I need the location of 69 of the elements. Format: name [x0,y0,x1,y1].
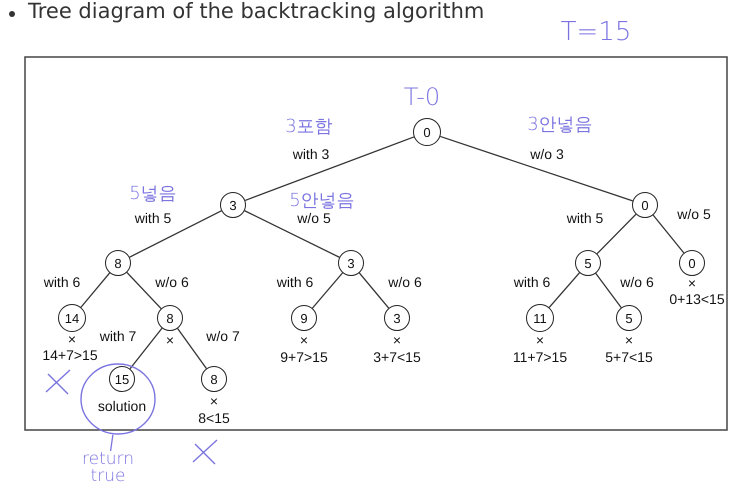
cross-mark: × [300,333,308,347]
tree-node: 0 [413,118,441,146]
tree-node: 15 [109,366,135,392]
inequality-note: 0+13<15 [669,292,725,306]
tree-node: 0 [679,250,705,276]
tree-branch [244,210,340,258]
tree-node: 5 [575,250,601,276]
leader-line [110,434,114,452]
inequality-note: 8<15 [198,411,230,425]
edge-label: w/o 3 [529,146,565,162]
edge-label: w/o 6 [154,274,190,290]
tree-branch [548,272,580,308]
cross-mark: × [68,332,76,346]
edge-label: w/o 5 [676,206,712,222]
edge-label: with 7 [98,328,138,344]
handwritten-note: 3안넣음 [527,116,593,134]
tree-node: 0 [632,192,658,218]
handwritten-note: T-0 [404,85,440,109]
cross-mark: × [210,394,218,408]
title: Tree diagram of the backtracking algorithm [28,0,484,23]
handwritten-note: 3포함 [285,118,333,136]
edge-label: w/o 6 [619,274,655,290]
tree-branch [312,272,344,309]
tree-branch [129,210,222,258]
handwritten-note: return true [72,451,144,485]
edge-label: with 6 [512,274,552,290]
edge-label: w/o 7 [205,328,241,344]
edge-label: with 3 [292,146,330,162]
cross-mark: × [688,276,696,290]
inequality-note: 3+7<15 [373,350,421,364]
tree-branch [440,136,633,202]
cross-mark: × [166,333,174,347]
edge-label: with 5 [134,210,172,226]
tree-node: 8 [157,305,183,331]
tree-branch [130,328,162,370]
handwritten-note: T=15 [560,19,632,45]
inequality-note: 14+7>15 [42,348,98,362]
handwritten-note: 5넣음 [129,185,177,203]
edge-label: with 5 [566,210,604,226]
edge-label: with 6 [276,274,314,290]
tree-node: 8 [201,366,227,392]
tree-branch [177,328,207,369]
tree-branch [80,272,110,308]
handwritten-circle [80,363,156,435]
edge-label: with 6 [42,274,82,290]
tree-node: 9 [291,305,317,331]
tree-node: 3 [384,305,410,331]
inequality-note: 11+7>15 [512,350,568,364]
cross-mark: × [536,333,544,347]
tree-branch [126,272,162,309]
tree-branch [596,214,636,254]
solution-label: solution [98,399,146,413]
tree-branch [652,214,684,254]
tree-branch [244,136,414,202]
cross-mark: × [392,333,402,347]
tree-node: 5 [616,305,642,331]
inequality-note: 5+7<15 [605,350,653,364]
inequality-note: 9+7>15 [280,350,328,364]
handwritten-note: 5안넣음 [289,192,355,210]
edge-label: w/o 6 [387,274,423,290]
tree-node: 8 [105,250,131,276]
tree-node: 11 [526,304,554,332]
tree-node: 14 [58,304,86,332]
edge-label: w/o 5 [296,210,332,226]
tree-node: 3 [338,250,364,276]
tree-branch [595,273,622,308]
tree-branch [358,272,390,308]
tree-node: 3 [220,192,246,218]
cross-mark: × [624,333,634,347]
